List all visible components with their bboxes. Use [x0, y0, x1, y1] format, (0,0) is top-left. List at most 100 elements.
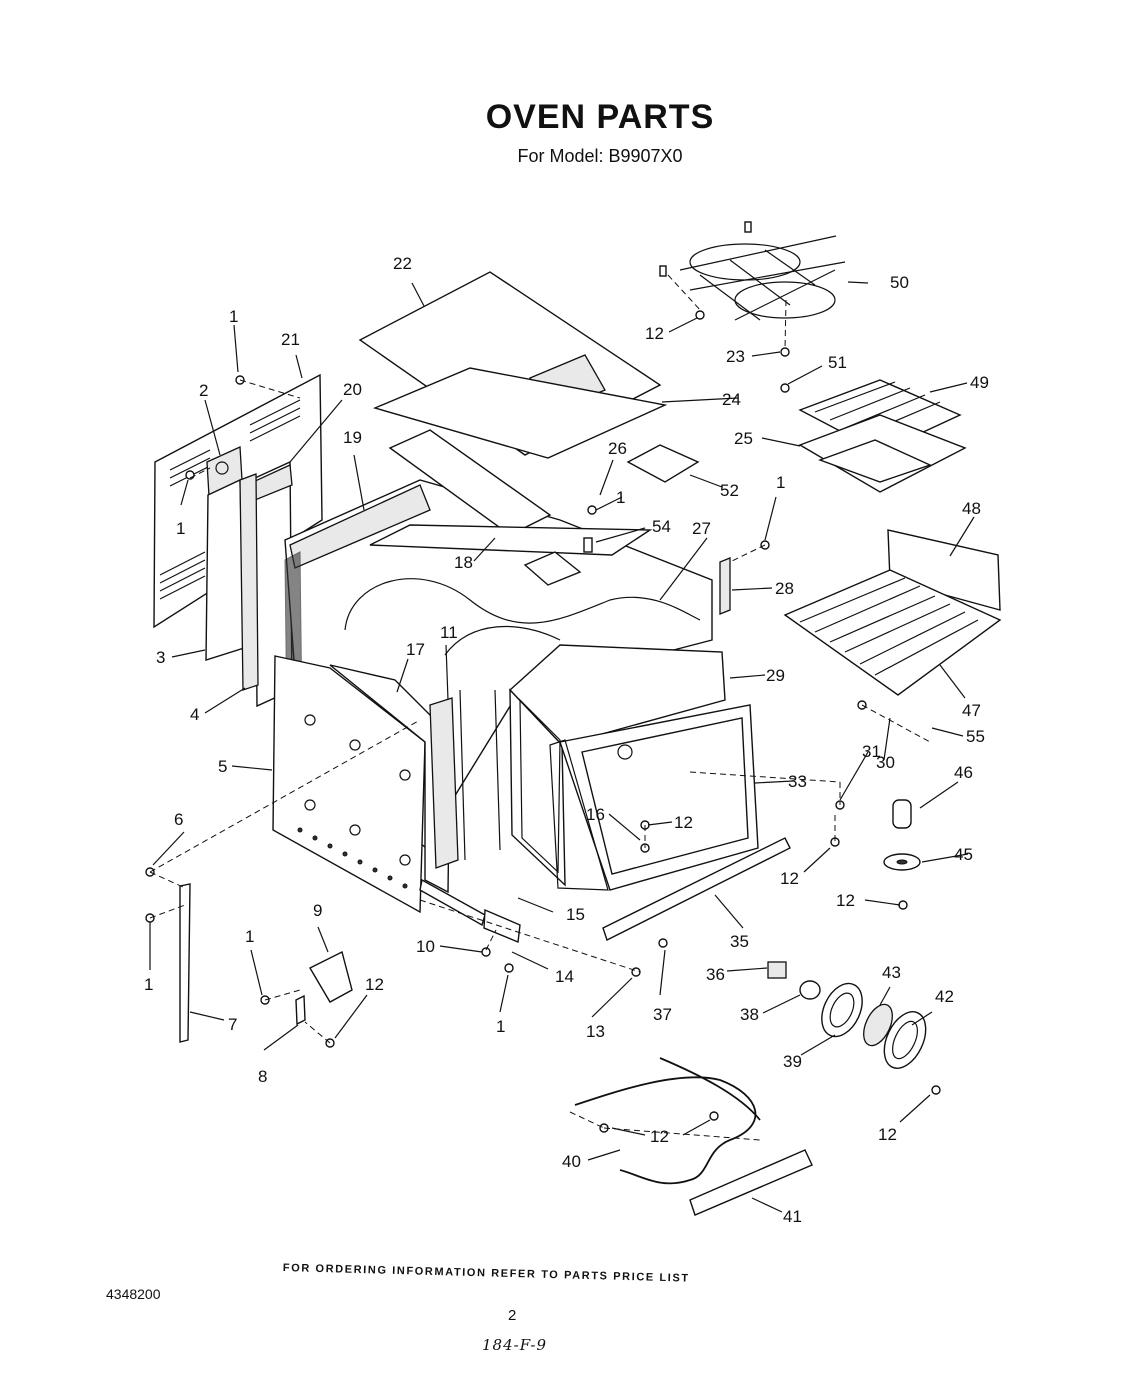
- latch-8: [295, 994, 306, 1026]
- front-panel-5: [272, 655, 426, 914]
- model-subtitle: For Model: B9907X0: [517, 146, 683, 166]
- callout-54: 54: [652, 517, 671, 536]
- rack-50: [659, 221, 846, 321]
- callout-48: 48: [962, 499, 981, 518]
- callout-27: 27: [692, 519, 711, 538]
- callout-12: 12: [836, 891, 855, 910]
- document-number: 4348200: [106, 1286, 161, 1302]
- strip-7: [179, 883, 191, 1043]
- callout-45: 45: [954, 845, 973, 864]
- bracket-41: [689, 1149, 813, 1216]
- callout-47: 47: [962, 701, 981, 720]
- callout-8: 8: [258, 1067, 267, 1086]
- callout-2: 2: [199, 381, 208, 400]
- callout-24: 24: [722, 390, 741, 409]
- lens-43: [863, 1003, 893, 1047]
- callout-18: 18: [454, 553, 473, 572]
- callout-31: 31: [862, 742, 881, 761]
- oven-liner-29: [508, 644, 726, 887]
- callout-42: 42: [935, 987, 954, 1006]
- insulation-4: [239, 473, 259, 691]
- callout-33: 33: [788, 772, 807, 791]
- knob-46: [892, 799, 912, 829]
- callout-43: 43: [882, 963, 901, 982]
- callout-14: 14: [555, 967, 574, 986]
- oven-frame-33: [549, 704, 841, 891]
- callout-23: 23: [726, 347, 745, 366]
- callout-30: 30: [876, 753, 895, 772]
- page-title: OVEN PARTS: [485, 98, 715, 136]
- callout-11: 11: [440, 623, 458, 642]
- callout-25: 25: [734, 429, 753, 448]
- trim-15: [419, 878, 521, 943]
- shield-18: [369, 429, 653, 556]
- callout-12: 12: [645, 324, 664, 343]
- callout-17: 17: [406, 640, 425, 659]
- callout-22: 22: [393, 254, 412, 273]
- callout-49: 49: [970, 373, 989, 392]
- callout-12: 12: [878, 1125, 897, 1144]
- callout-21: 21: [281, 330, 300, 349]
- callout-51: 51: [828, 353, 847, 372]
- callout-9: 9: [313, 901, 322, 920]
- washer-45: [883, 853, 921, 871]
- rack-47: [783, 569, 1002, 696]
- callout-46: 46: [954, 763, 973, 782]
- panel-17: [329, 664, 451, 894]
- callout-12: 12: [650, 1127, 669, 1146]
- callout-29: 29: [766, 666, 785, 685]
- callout-12: 12: [365, 975, 384, 994]
- channel-11: [429, 697, 459, 869]
- gasket-39: [821, 982, 863, 1038]
- bracket-28: [719, 557, 731, 615]
- callout-55: 55: [966, 727, 985, 746]
- assembly-lines: [149, 274, 931, 1141]
- shelf-48: [887, 529, 1001, 611]
- callout-12: 12: [674, 813, 693, 832]
- latch-9: [309, 950, 353, 1003]
- callout-1: 1: [776, 473, 785, 492]
- callout-5: 5: [218, 757, 227, 776]
- insulation-24: [372, 367, 668, 459]
- callout-1: 1: [176, 519, 185, 538]
- broil-pan-25: [798, 414, 967, 493]
- callout-13: 13: [586, 1022, 605, 1041]
- callout-37: 37: [653, 1005, 672, 1024]
- callout-50: 50: [890, 273, 909, 292]
- callout-41: 41: [783, 1207, 802, 1226]
- callout-1: 1: [496, 1017, 505, 1036]
- callout-40: 40: [562, 1152, 581, 1171]
- callout-16: 16: [586, 805, 605, 824]
- light-socket-36: [767, 961, 787, 979]
- callout-20: 20: [343, 380, 362, 399]
- callout-6: 6: [174, 810, 183, 829]
- callout-19: 19: [343, 428, 362, 447]
- handwritten-note: 184-F-9: [482, 1336, 548, 1354]
- callout-1: 1: [144, 975, 153, 994]
- bezel-42: [883, 1011, 927, 1069]
- insulation-3: [205, 478, 245, 661]
- callout-1: 1: [229, 307, 238, 326]
- callout-52: 52: [720, 481, 739, 500]
- gasket-52: [626, 444, 700, 483]
- bulb-38: [799, 980, 821, 1000]
- callout-3: 3: [156, 648, 165, 667]
- leader-lines: [149, 281, 975, 1213]
- callout-1: 1: [245, 927, 254, 946]
- callout-38: 38: [740, 1005, 759, 1024]
- callout-15: 15: [566, 905, 585, 924]
- callout-4: 4: [190, 705, 199, 724]
- page-number: 2: [508, 1307, 517, 1324]
- callout-10: 10: [416, 937, 435, 956]
- callout-39: 39: [783, 1052, 802, 1071]
- callout-12: 12: [780, 869, 799, 888]
- callout-26: 26: [608, 439, 627, 458]
- burner-40: [574, 1057, 761, 1185]
- callout-1: 1: [616, 488, 625, 507]
- callout-28: 28: [775, 579, 794, 598]
- callout-36: 36: [706, 965, 725, 984]
- callout-labels: 1 1 1 1 1 1 1 2 3 4 5 6 7 8 9 10 11 12 1…: [144, 254, 989, 1226]
- callout-35: 35: [730, 932, 749, 951]
